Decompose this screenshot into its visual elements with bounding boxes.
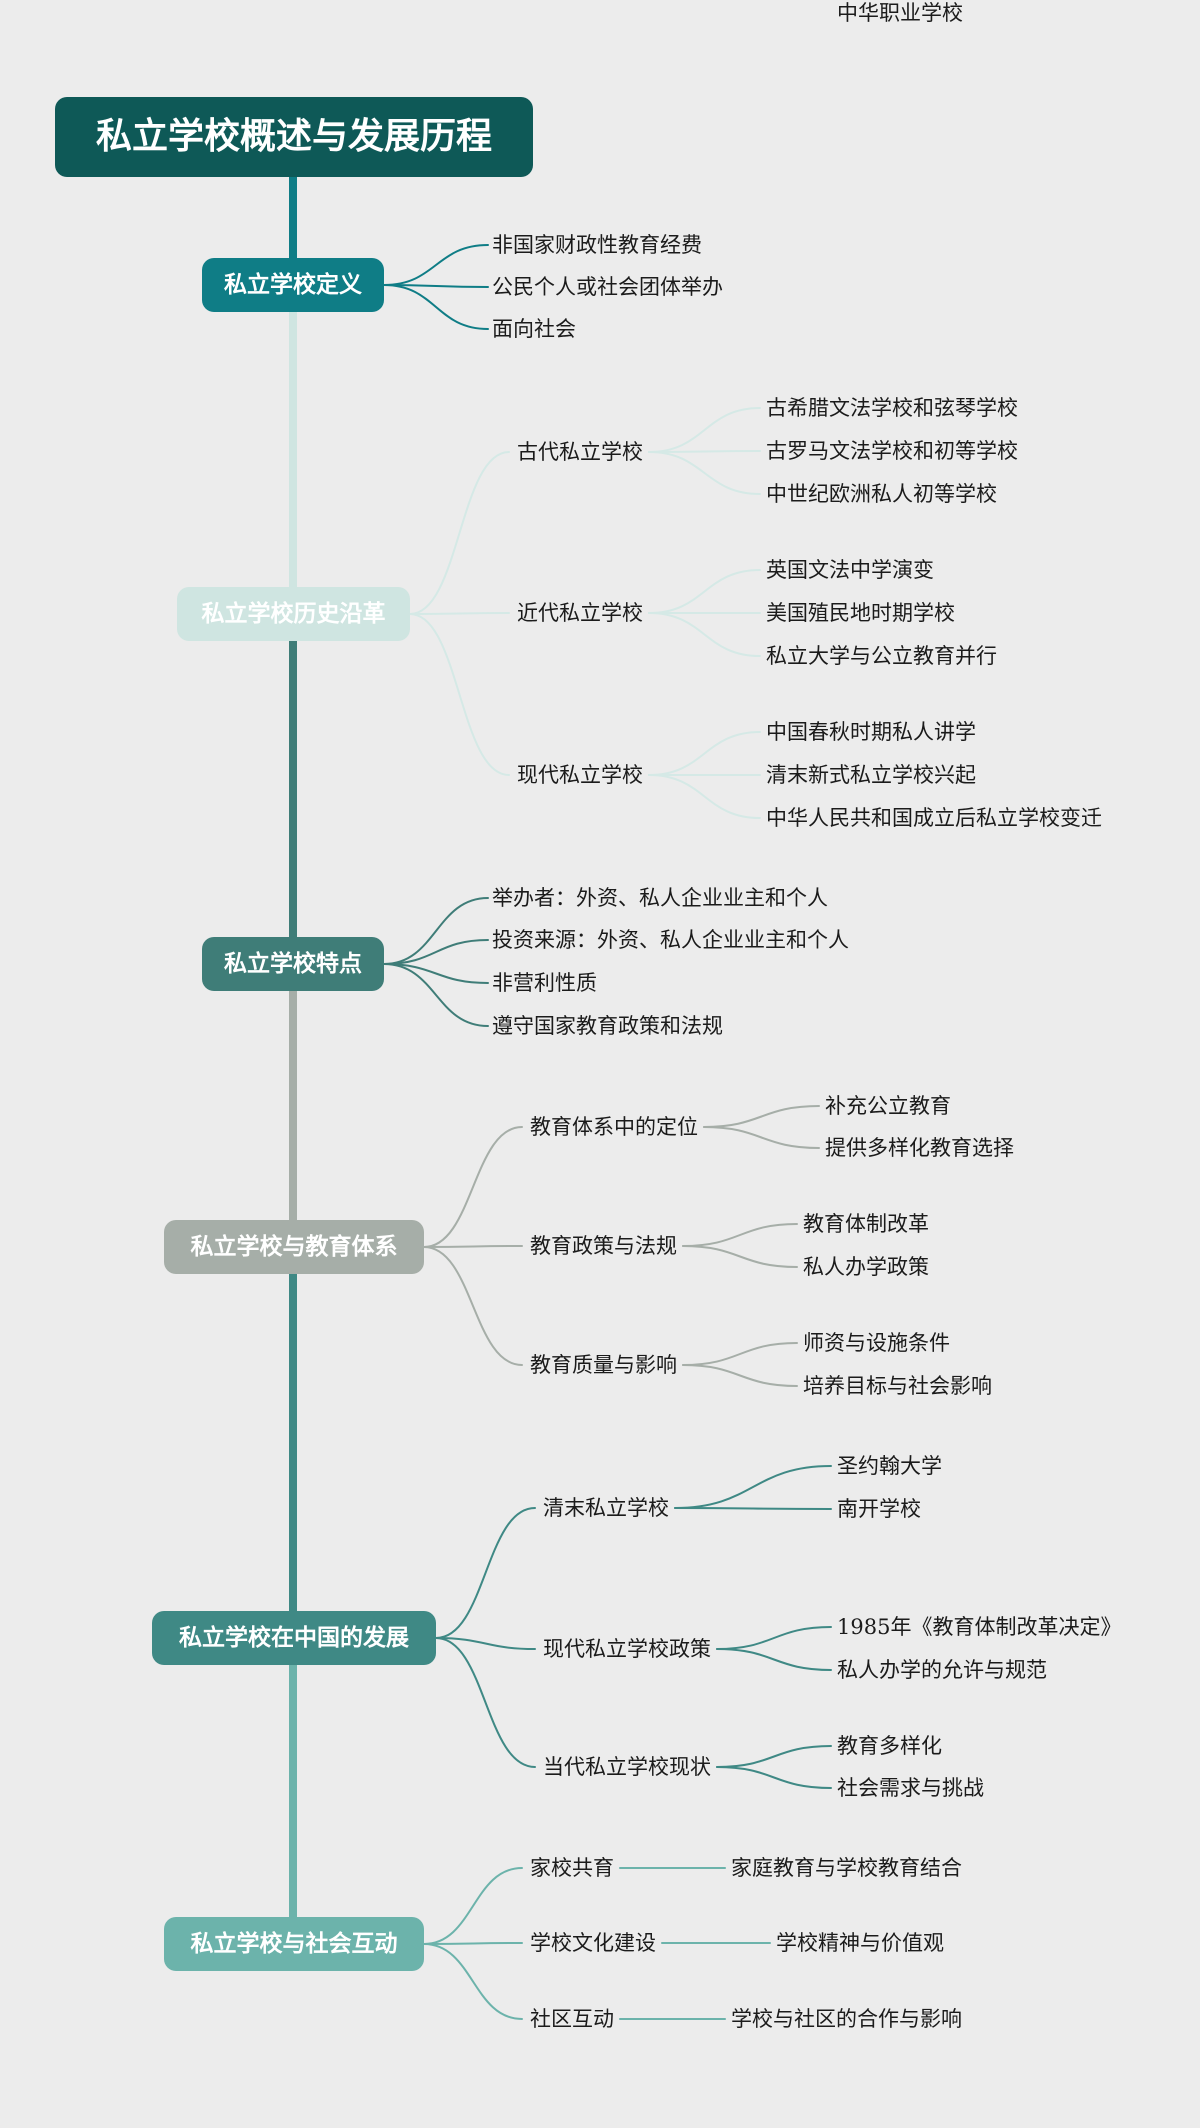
branch-connector xyxy=(423,1943,523,2020)
subtopic-node[interactable]: 教育政策与法规 xyxy=(530,1234,677,1258)
leaf-node[interactable]: 私立大学与公立教育并行 xyxy=(766,644,997,668)
root-title[interactable]: 私立学校概述与发展历程 xyxy=(55,97,533,177)
branch-node[interactable]: 私立学校历史沿革 xyxy=(177,587,410,641)
leaf-node[interactable]: 1985年《教育体制改革决定》 xyxy=(837,1615,1122,1639)
subtopic-node[interactable]: 现代私立学校政策 xyxy=(543,1637,711,1661)
branch-connector xyxy=(435,1637,536,1768)
branch-connector xyxy=(423,1867,523,1945)
leaf-node[interactable]: 遵守国家教育政策和法规 xyxy=(492,1014,723,1038)
subtopic-node[interactable]: 当代私立学校现状 xyxy=(543,1755,711,1779)
leaf-node[interactable]: 中国春秋时期私人讲学 xyxy=(766,720,976,744)
leaf-node[interactable]: 中世纪欧洲私人初等学校 xyxy=(766,482,997,506)
subtopic-connector xyxy=(648,774,761,819)
leaf-node[interactable]: 中华人民共和国成立后私立学校变迁 xyxy=(766,806,1102,830)
subtopic-node[interactable]: 教育体系中的定位 xyxy=(530,1115,698,1139)
leaf-node[interactable]: 私人办学的允许与规范 xyxy=(837,1658,1047,1682)
leaf-node[interactable]: 师资与设施条件 xyxy=(803,1331,950,1355)
subtopic-connector xyxy=(703,1126,820,1149)
leaf-node[interactable]: 南开学校 xyxy=(837,1497,921,1521)
branch-connector xyxy=(435,1637,536,1650)
subtopic-node[interactable]: 清末私立学校 xyxy=(543,1496,669,1520)
subtopic-connector xyxy=(648,569,761,614)
subtopic-node[interactable]: 古代私立学校 xyxy=(517,440,643,464)
leaf-node[interactable]: 古希腊文法学校和弦琴学校 xyxy=(766,396,1018,420)
branch-connector xyxy=(409,612,510,615)
branch-connector xyxy=(383,963,489,984)
branch-node[interactable]: 私立学校定义 xyxy=(202,258,384,312)
branch-connector xyxy=(435,1507,536,1639)
leaf-node[interactable]: 古罗马文法学校和初等学校 xyxy=(766,439,1018,463)
subtopic-node[interactable]: 家校共育 xyxy=(530,1856,614,1880)
subtopic-connector xyxy=(648,612,761,657)
branch-node[interactable]: 私立学校与教育体系 xyxy=(164,1220,424,1274)
leaf-node[interactable]: 学校与社区的合作与影响 xyxy=(731,2007,962,2031)
subtopic-connector xyxy=(682,1364,798,1387)
subtopic-connector xyxy=(674,1465,832,1509)
branch-connector xyxy=(423,1126,523,1248)
leaf-node[interactable]: 清末新式私立学校兴起 xyxy=(766,763,976,787)
leaf-node[interactable]: 投资来源：外资、私人企业业主和个人 xyxy=(492,928,849,952)
subtopic-node[interactable]: 教育质量与影响 xyxy=(530,1353,677,1377)
leaf-node[interactable]: 中华职业学校 xyxy=(837,1,963,25)
branch-connector xyxy=(383,244,489,286)
branch-connector xyxy=(383,284,489,330)
branch-connector xyxy=(383,284,489,288)
subtopic-connector xyxy=(682,1223,798,1247)
subtopic-node[interactable]: 近代私立学校 xyxy=(517,601,643,625)
subtopic-node[interactable]: 社区互动 xyxy=(530,2007,614,2031)
leaf-node[interactable]: 家庭教育与学校教育结合 xyxy=(731,1856,962,1880)
leaf-node[interactable]: 教育体制改革 xyxy=(803,1212,929,1236)
branch-connector xyxy=(383,897,489,965)
subtopic-connector xyxy=(674,1507,832,1510)
leaf-node[interactable]: 非营利性质 xyxy=(492,971,597,995)
subtopic-connector xyxy=(716,1766,832,1789)
subtopic-connector xyxy=(648,451,761,495)
branch-connector xyxy=(409,613,510,776)
branch-connector xyxy=(383,939,489,965)
branch-connector xyxy=(409,451,510,615)
subtopic-connector xyxy=(648,407,761,453)
leaf-node[interactable]: 培养目标与社会影响 xyxy=(803,1374,992,1398)
branch-connector xyxy=(383,963,489,1027)
leaf-node[interactable]: 公民个人或社会团体举办 xyxy=(492,275,723,299)
leaf-node[interactable]: 补充公立教育 xyxy=(825,1094,951,1118)
subtopic-connector xyxy=(682,1245,798,1268)
leaf-node[interactable]: 学校精神与价值观 xyxy=(776,1931,944,1955)
leaf-node[interactable]: 私人办学政策 xyxy=(803,1255,929,1279)
subtopic-connector xyxy=(682,1342,798,1366)
leaf-node[interactable]: 非国家财政性教育经费 xyxy=(492,233,702,257)
subtopic-connector xyxy=(716,1745,832,1768)
leaf-node[interactable]: 提供多样化教育选择 xyxy=(825,1136,1014,1160)
leaf-node[interactable]: 英国文法中学演变 xyxy=(766,558,934,582)
branch-node[interactable]: 私立学校在中国的发展 xyxy=(152,1611,436,1665)
subtopic-node[interactable]: 现代私立学校 xyxy=(517,763,643,787)
leaf-node[interactable]: 教育多样化 xyxy=(837,1734,942,1758)
branch-node[interactable]: 私立学校特点 xyxy=(202,937,384,991)
subtopic-connector xyxy=(703,1105,820,1128)
leaf-node[interactable]: 圣约翰大学 xyxy=(837,1454,942,1478)
branch-node[interactable]: 私立学校与社会互动 xyxy=(164,1917,424,1971)
subtopic-connector xyxy=(716,1626,832,1650)
leaf-node[interactable]: 美国殖民地时期学校 xyxy=(766,601,955,625)
subtopic-connector xyxy=(716,1648,832,1671)
branch-connector xyxy=(423,1246,523,1366)
leaf-node[interactable]: 社会需求与挑战 xyxy=(837,1776,984,1800)
connector-lines xyxy=(289,177,832,2020)
leaf-node[interactable]: 面向社会 xyxy=(492,317,576,341)
subtopic-connector xyxy=(648,731,761,776)
leaf-node[interactable]: 举办者：外资、私人企业业主和个人 xyxy=(492,886,828,910)
branch-connector xyxy=(423,1245,523,1248)
subtopic-node[interactable]: 学校文化建设 xyxy=(530,1931,656,1955)
subtopic-connector xyxy=(648,450,761,453)
branch-connector xyxy=(423,1942,523,1945)
